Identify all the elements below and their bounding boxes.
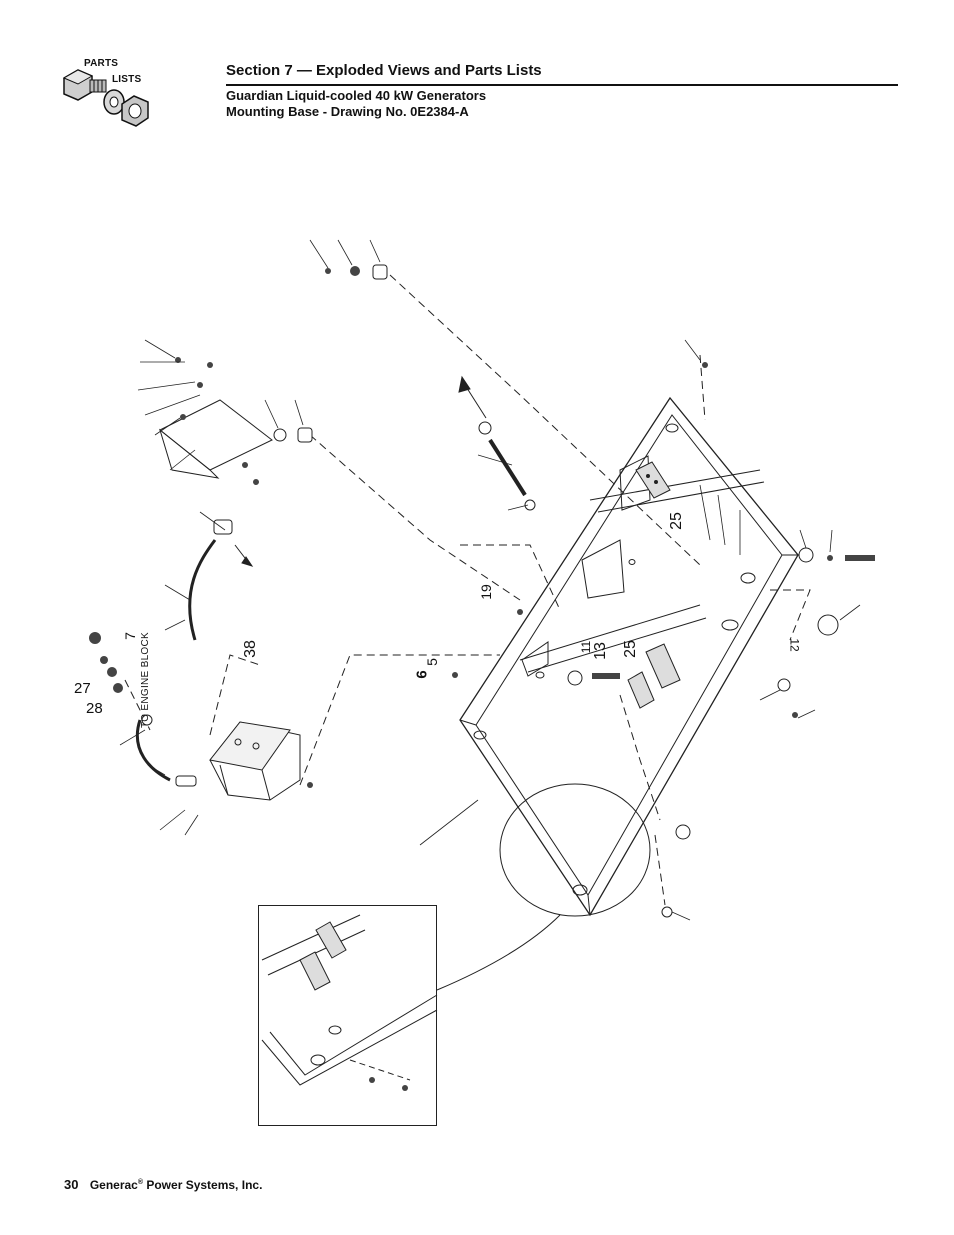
subtitle-line-1: Guardian Liquid-cooled 40 kW Generators (226, 88, 487, 103)
detail-inset-box (258, 905, 437, 1126)
assembly-lines (124, 274, 811, 906)
registered-mark: ® (137, 1179, 144, 1186)
hardware-fasteners (89, 264, 875, 918)
parts-lists-logo: PARTS LISTS (58, 58, 158, 128)
callout-5: 5 (423, 658, 440, 666)
callout-25-upper: 25 (667, 512, 685, 530)
inset-drawing (261, 914, 438, 1091)
bolt-nut-icon (62, 69, 149, 127)
company-suffix: Power Systems, Inc. (143, 1178, 263, 1192)
company-name: Generac (89, 1178, 138, 1192)
callout-12: 12 (787, 638, 802, 652)
drawing-subtitle: Guardian Liquid-cooled 40 kW Generators … (226, 88, 486, 120)
callout-13: 13 (591, 642, 609, 660)
callout-7: 7 (121, 632, 138, 640)
vibration-pad-lower (627, 643, 681, 709)
battery (209, 721, 301, 801)
page-footer: 30 Generac® Power Systems, Inc. (64, 1177, 262, 1192)
lifting-eye-assembly (458, 375, 536, 511)
section-title: Section 7 — Exploded Views and Parts Lis… (226, 62, 542, 79)
cable-arrow-head (241, 556, 254, 567)
battery-cables (135, 519, 233, 787)
detail-circle (499, 783, 651, 917)
page-number: 30 (64, 1177, 79, 1192)
callout-19: 19 (477, 584, 494, 600)
callout-25-lower: 25 (621, 640, 639, 658)
callout-11: 11 (579, 640, 594, 654)
mounting-base-frame (459, 396, 799, 917)
logo-parts-text: PARTS (84, 58, 119, 69)
header-rule (226, 84, 898, 86)
subtitle-line-2: Mounting Base - Drawing No. 0E2384-A (226, 104, 469, 119)
callout-27: 27 (74, 680, 91, 697)
callout-38: 38 (241, 640, 259, 658)
cable-label: TO ENGINE BLOCK (140, 631, 151, 728)
battery-bracket (159, 399, 273, 479)
callout-28: 28 (86, 700, 103, 717)
logo-lists-text: LISTS (112, 74, 142, 85)
detail-leader (436, 914, 561, 991)
callout-leaders (119, 239, 861, 921)
callout-6: 6 (413, 670, 431, 679)
vibration-pad-upper (635, 461, 671, 499)
